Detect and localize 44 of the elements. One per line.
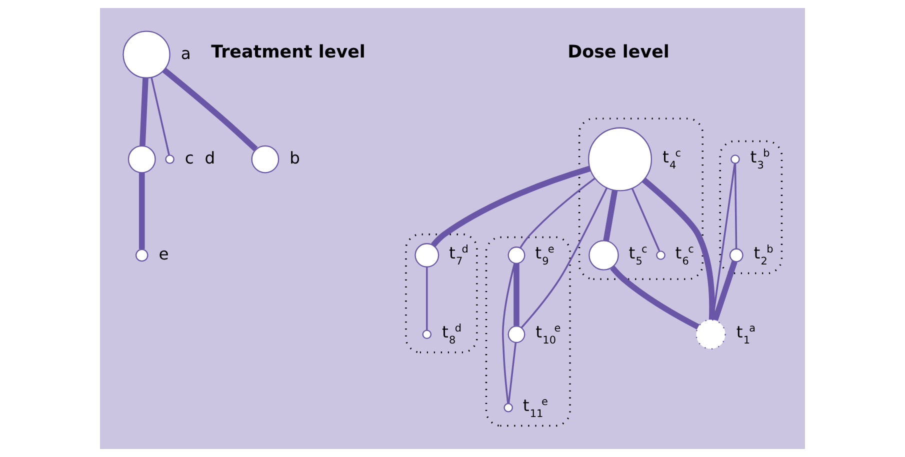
connector: [631, 188, 660, 252]
node-label: a: [180, 44, 191, 63]
node-circle: [135, 248, 148, 262]
node-circle: [696, 319, 726, 350]
node-label: d: [204, 148, 216, 168]
connector: [642, 178, 715, 320]
node-circle: [414, 243, 440, 268]
label: Dose level: [568, 42, 670, 62]
connector: [514, 264, 520, 326]
node-circle: [165, 154, 174, 164]
connector: [508, 342, 517, 404]
cluster: [405, 233, 478, 354]
node-circle: [422, 330, 432, 340]
connector: [162, 68, 258, 152]
node-circle: [730, 154, 740, 164]
node-circle: [588, 240, 619, 270]
node-circle: [251, 145, 280, 174]
connector: [138, 172, 145, 250]
connector: [520, 188, 608, 328]
cluster: [485, 236, 571, 427]
connector: [502, 263, 516, 404]
node-circle: [128, 145, 156, 174]
connector: [140, 78, 148, 146]
connector: [520, 178, 596, 248]
node-circle: [656, 250, 666, 260]
node-label: e: [158, 244, 169, 264]
connector: [712, 260, 738, 321]
connector: [426, 267, 428, 330]
connector: [610, 266, 700, 330]
connector: [734, 164, 738, 249]
node-circle: [588, 127, 652, 192]
node-circle: [508, 326, 526, 344]
label: Treatment level: [211, 42, 366, 62]
node-circle: [122, 30, 170, 78]
node-circle: [504, 403, 513, 412]
cluster: [719, 140, 783, 274]
cluster: [578, 118, 704, 280]
connector: [603, 190, 618, 242]
connector: [431, 166, 591, 248]
node-label: b: [290, 148, 300, 168]
node-label: c: [184, 148, 194, 168]
node-circle: [729, 248, 744, 262]
node-circle: [508, 246, 526, 264]
connector: [150, 77, 170, 156]
